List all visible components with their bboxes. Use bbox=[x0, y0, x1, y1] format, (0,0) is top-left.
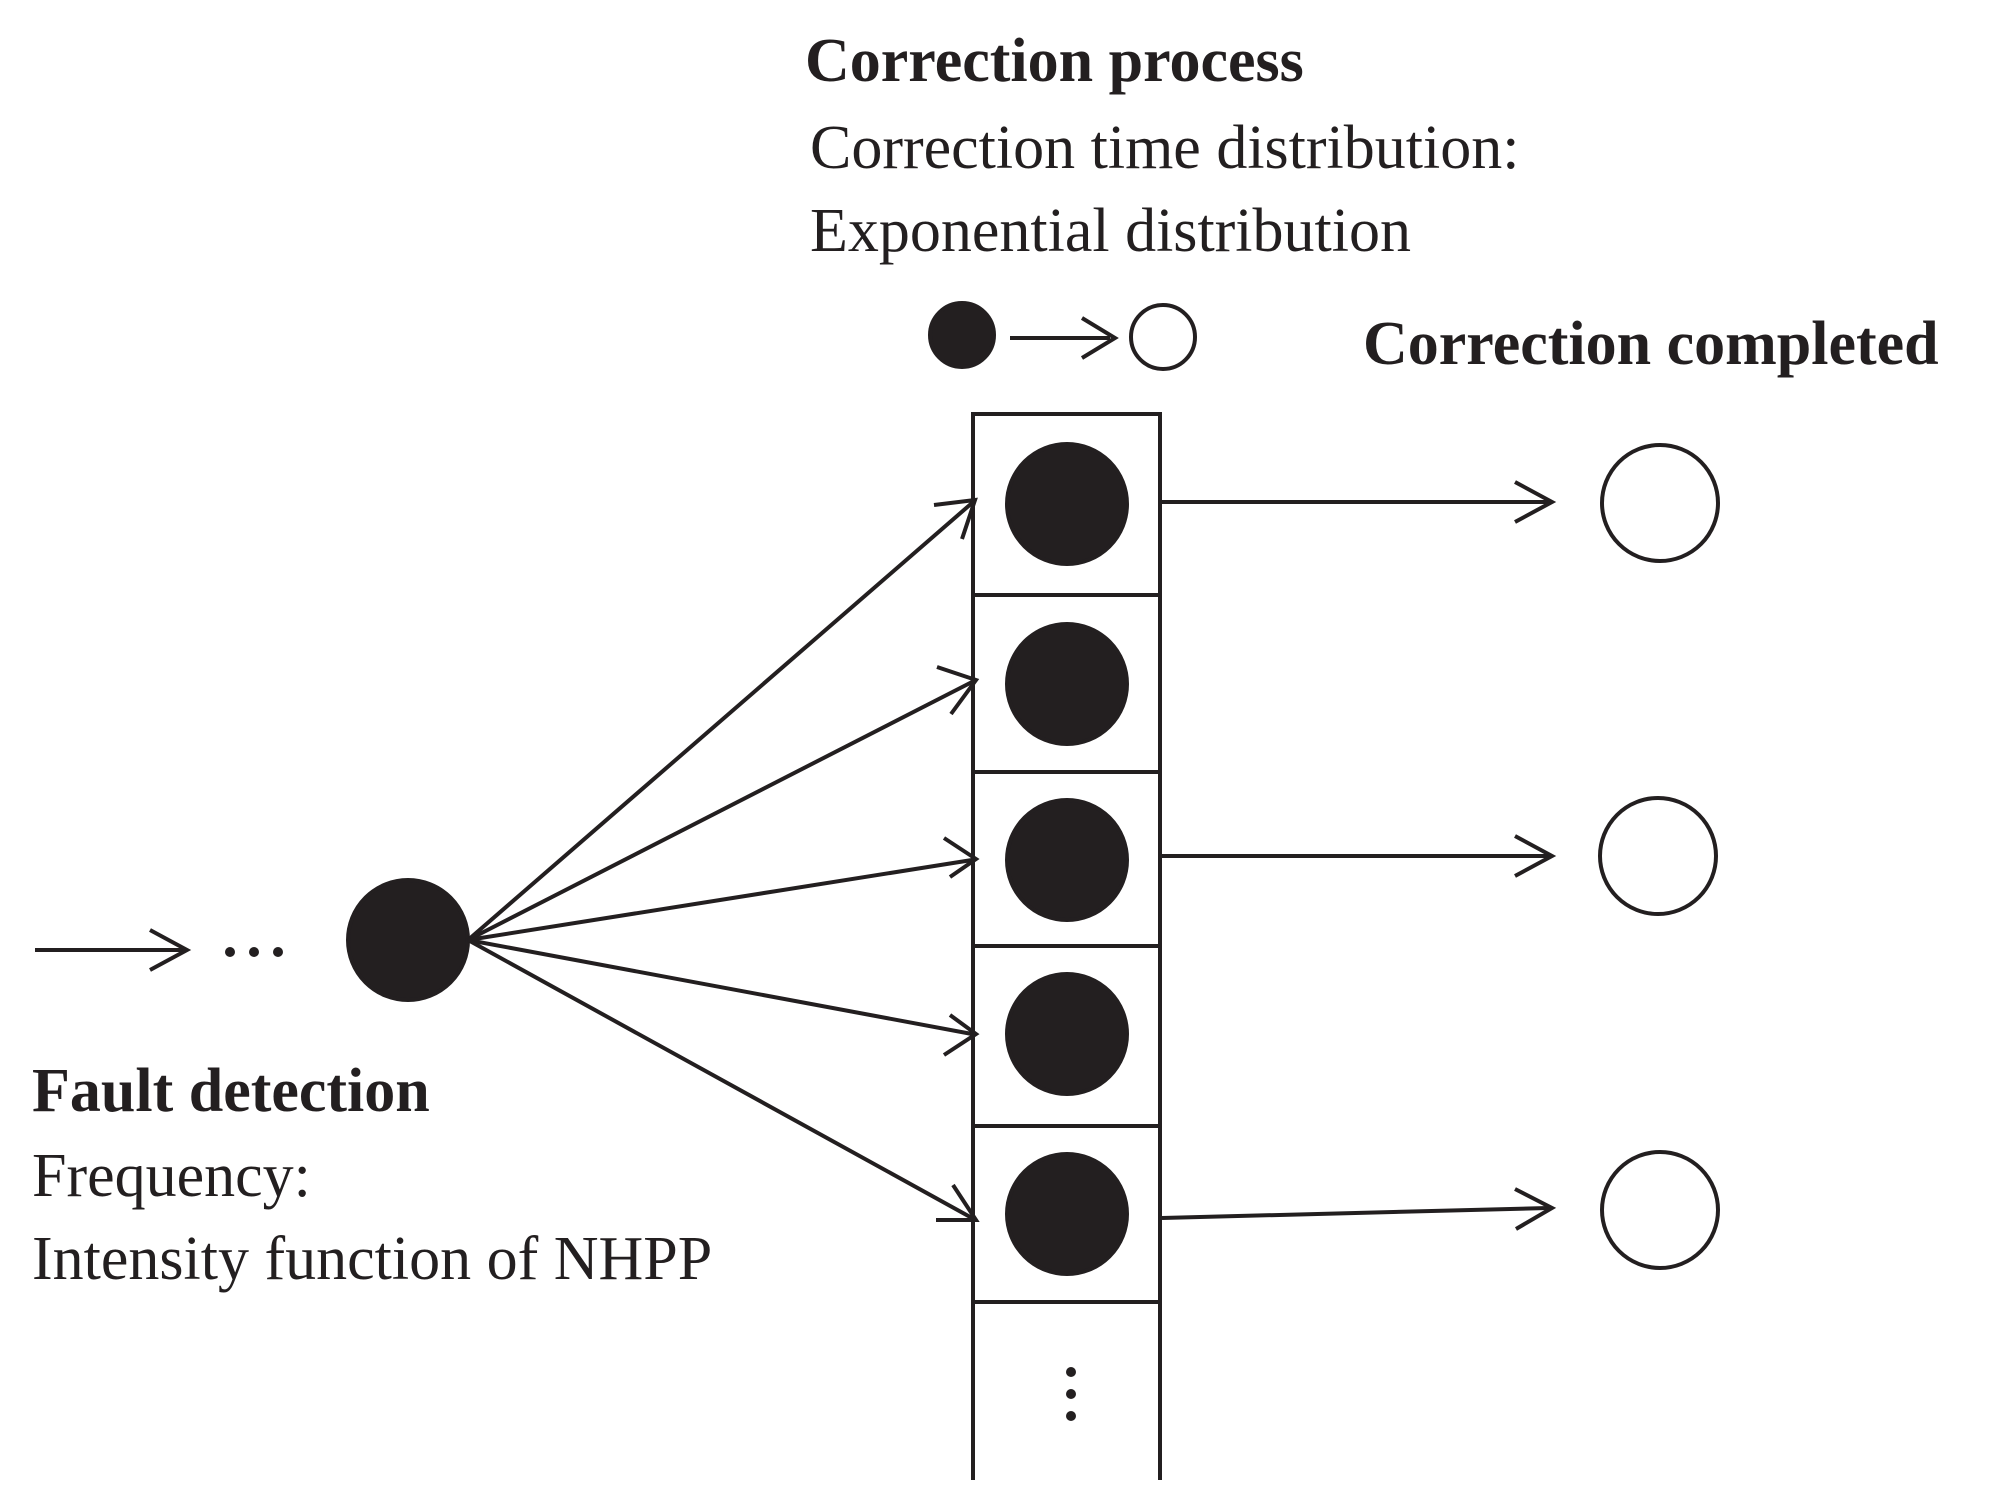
queue-fault-1 bbox=[1005, 442, 1129, 566]
frequency-label: Frequency: bbox=[32, 1142, 311, 1210]
correction-time-label: Correction time distribution: bbox=[810, 114, 1520, 182]
queue-ellipsis bbox=[1066, 1367, 1076, 1421]
correction-distribution-label: Exponential distribution bbox=[810, 197, 1411, 265]
fault-detection-node bbox=[346, 878, 470, 1002]
legend-arrowhead-icon bbox=[1080, 316, 1119, 360]
correction-queue bbox=[971, 412, 1162, 1480]
fault-detection-title: Fault detection bbox=[32, 1057, 430, 1125]
legend-filled-fault-icon bbox=[928, 301, 996, 369]
completed-node-1 bbox=[1600, 443, 1720, 563]
incoming-arrowhead-icon bbox=[149, 928, 192, 972]
legend-open-fault-icon bbox=[1129, 303, 1197, 371]
correction-process-title: Correction process bbox=[805, 27, 1304, 95]
queue-fault-3 bbox=[1005, 798, 1129, 922]
queue-fault-4 bbox=[1005, 972, 1129, 1096]
ellipsis-dots bbox=[225, 947, 283, 957]
correction-completed-title: Correction completed bbox=[1363, 310, 1939, 378]
completed-node-2 bbox=[1598, 796, 1718, 916]
queue-fault-2 bbox=[1005, 622, 1129, 746]
completed-node-3 bbox=[1600, 1150, 1720, 1270]
fanout-arrows bbox=[466, 497, 980, 1222]
queue-fault-5 bbox=[1005, 1152, 1129, 1276]
intensity-function-label: Intensity function of NHPP bbox=[32, 1225, 713, 1293]
output-arrows bbox=[1161, 480, 1557, 1231]
